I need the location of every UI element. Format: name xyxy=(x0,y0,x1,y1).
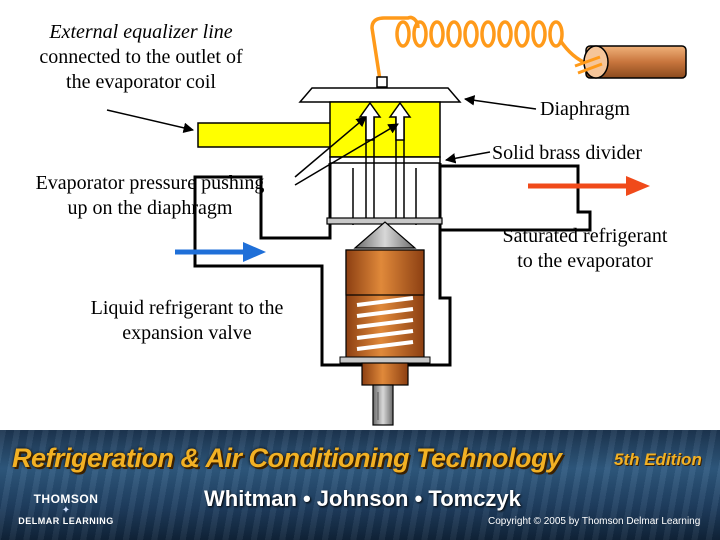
book-authors: Whitman • Johnson • Tomczyk xyxy=(204,486,521,511)
publisher-logo: THOMSON ✦ DELMAR LEARNING xyxy=(14,492,118,526)
label-diaphragm: Diaphragm xyxy=(540,98,630,120)
label-evaporator-pressure: Evaporator pressure pushing up on the di… xyxy=(35,172,265,219)
sensing-bulb xyxy=(574,45,687,79)
valve-top xyxy=(298,87,462,103)
adjusting-stem xyxy=(372,384,394,426)
capillary-coil xyxy=(395,20,564,48)
leader-diaphragm xyxy=(463,95,537,110)
valve-cap xyxy=(376,76,388,88)
publisher-star-icon: ✦ xyxy=(61,505,71,516)
leader-equalizer xyxy=(106,109,195,133)
label-saturated-refrigerant: Saturated refrigerant to the evaporator xyxy=(502,225,668,272)
valve-diagram: External equalizer line connected to the… xyxy=(35,15,687,426)
outlet-arrow xyxy=(528,176,650,196)
leader-divider xyxy=(444,151,491,164)
banner-texture xyxy=(0,430,720,540)
edition-badge: 5th Edition xyxy=(614,450,702,469)
label-equalizer-line: External equalizer line connected to the… xyxy=(39,21,243,93)
equalizer-line xyxy=(197,122,334,148)
book-banner: Refrigeration & Air Conditioning Technol… xyxy=(0,430,720,540)
valve-needle xyxy=(353,221,417,249)
capillary-tube xyxy=(370,15,420,81)
inlet-arrow xyxy=(175,242,266,262)
copyright-notice: Copyright © 2005 by Thomson Delmar Learn… xyxy=(488,516,701,527)
brass-divider xyxy=(329,156,441,164)
leader-evap-1 xyxy=(294,116,367,178)
spring xyxy=(356,296,414,351)
publisher-name: THOMSON xyxy=(33,492,99,506)
adjustment-nut xyxy=(361,362,409,386)
label-brass-divider: Solid brass divider xyxy=(492,142,642,164)
leader-evap-2 xyxy=(294,123,399,186)
publisher-imprint: DELMAR LEARNING xyxy=(18,516,114,526)
label-liquid-refrigerant: Liquid refrigerant to the expansion valv… xyxy=(90,297,284,344)
diaphragm-chamber xyxy=(329,101,441,158)
book-title: Refrigeration & Air Conditioning Technol… xyxy=(12,443,562,473)
valve-drawing xyxy=(106,15,687,426)
valve-body xyxy=(193,163,592,367)
